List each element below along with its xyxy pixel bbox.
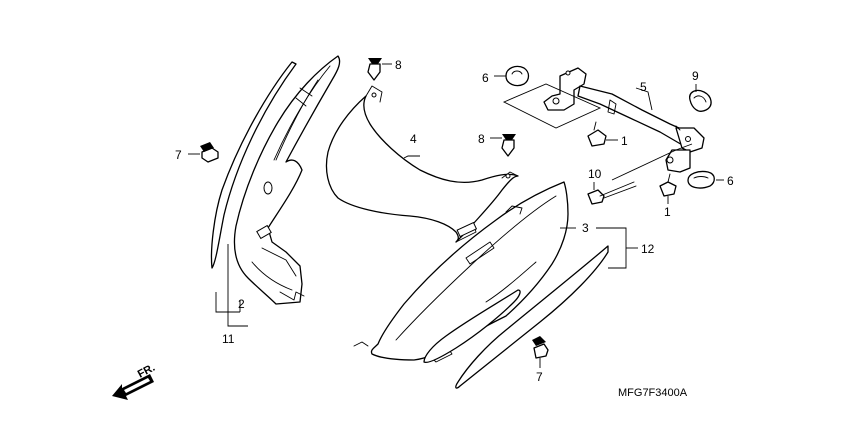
front-direction-arrow: FR. xyxy=(112,362,157,400)
callout-6-top: 6 xyxy=(482,71,489,85)
part-8-clip-upper xyxy=(367,58,382,81)
callout-11: 11 xyxy=(222,332,235,346)
part-1-nut-upper xyxy=(587,121,607,147)
part-7-screw-bottom xyxy=(532,336,549,359)
callout-6-right: 6 xyxy=(727,174,734,188)
callout-12: 12 xyxy=(641,242,655,256)
leader-lines xyxy=(188,63,724,368)
part-6-grommet-right xyxy=(687,170,715,189)
callout-8-upper: 8 xyxy=(395,58,402,72)
callout-7-bottom: 7 xyxy=(536,370,543,384)
callout-1-lower: 1 xyxy=(664,205,671,219)
part-5-cowl-stay xyxy=(543,67,705,173)
part-9-band-clamp xyxy=(689,89,712,112)
part-7-screw-left xyxy=(200,142,219,163)
part-6-grommet-top xyxy=(505,65,530,87)
callout-4: 4 xyxy=(410,132,417,146)
front-label: FR. xyxy=(136,362,157,381)
part-2-side-cowl xyxy=(233,55,341,305)
part-3-lower-strip xyxy=(423,289,521,364)
part-12-trim-strip xyxy=(455,245,609,389)
callout-labels: 1 1 2 3 4 5 6 6 7 7 8 8 9 10 11 12 xyxy=(175,58,734,384)
callout-9: 9 xyxy=(692,69,699,83)
part-10-bolt xyxy=(587,181,637,205)
part-8-clip-mid xyxy=(501,134,516,157)
callout-7-left: 7 xyxy=(175,148,182,162)
callout-8-mid: 8 xyxy=(478,132,485,146)
callout-2: 2 xyxy=(238,297,245,311)
part-11-trim-strip xyxy=(210,61,297,269)
callout-1-upper: 1 xyxy=(621,134,628,148)
part-1-nut-lower xyxy=(659,173,677,197)
callout-3: 3 xyxy=(582,221,589,235)
callout-10: 10 xyxy=(588,167,602,181)
callout-5: 5 xyxy=(640,80,647,94)
diagram-code: MFG7F3400A xyxy=(618,387,688,399)
part-4-upper-cowl xyxy=(325,85,519,243)
